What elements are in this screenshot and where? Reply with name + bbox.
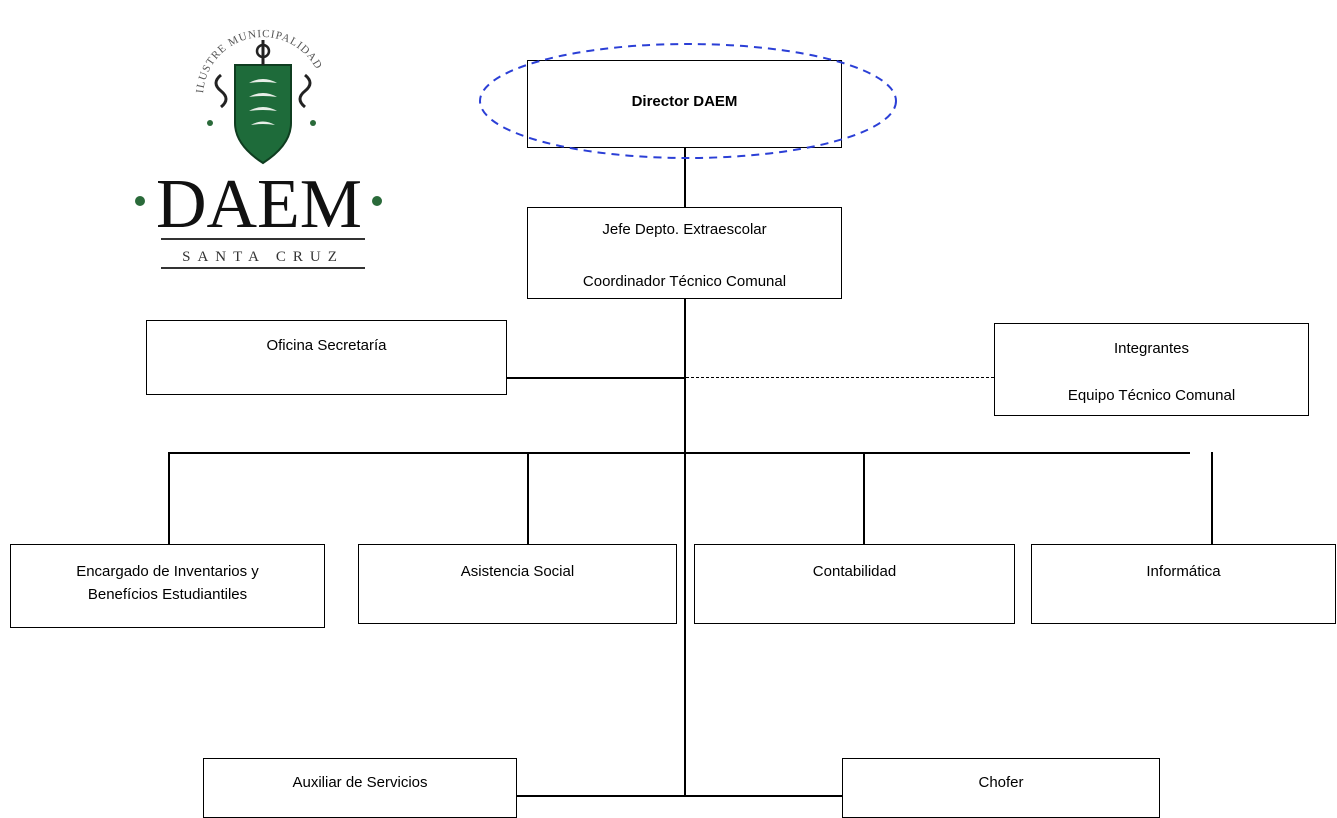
logo-place: SANTA CRUZ — [182, 249, 344, 265]
node-director-daem: Director DAEM — [527, 60, 842, 148]
node-asistencia-social: Asistencia Social — [358, 544, 677, 624]
connector-informatica — [1211, 452, 1213, 545]
connector-asistencia — [527, 452, 529, 545]
connector-contabilidad — [863, 452, 865, 545]
connector-inventarios — [168, 452, 170, 545]
municipal-shield-icon: ILUSTRE MUNICIPALIDAD — [194, 28, 324, 165]
node-integrantes-line1: Integrantes — [1113, 340, 1190, 357]
node-informatica: Informática — [1031, 544, 1336, 624]
connector-integrantes-dashed — [686, 377, 994, 378]
logo-brand: DAEM — [156, 166, 362, 243]
node-informatica-label: Informática — [1146, 563, 1221, 580]
node-oficina-secretaria: Oficina Secretaría — [146, 320, 507, 395]
node-chofer-label: Chofer — [978, 774, 1024, 791]
node-secretaria-label: Oficina Secretaría — [266, 337, 387, 354]
node-jefe-line1: Jefe Depto. Extraescolar — [602, 221, 767, 238]
node-contabilidad-label: Contabilidad — [812, 563, 897, 580]
node-asistencia-label: Asistencia Social — [460, 563, 575, 580]
node-inventarios-line1: Encargado de Inventarios y — [76, 563, 259, 580]
daem-logo: ILUSTRE MUNICIPALIDAD DAEM SANTA CRUZ — [135, 28, 382, 269]
connector-director-jefe — [684, 147, 686, 208]
connector-level2-horizontal — [168, 452, 1190, 454]
node-inventarios-line2: Benefícios Estudiantiles — [87, 586, 248, 603]
node-jefe-extraescolar: Jefe Depto. Extraescolar Coordinador Téc… — [527, 207, 842, 299]
node-integrantes-line2: Equipo Técnico Comunal — [1067, 387, 1236, 404]
highlight-ellipse — [479, 43, 897, 159]
connector-main-trunk — [684, 298, 686, 795]
node-auxiliar-label: Auxiliar de Servicios — [292, 774, 428, 791]
connector-secretaria — [506, 377, 685, 379]
connector-level3-horizontal — [516, 795, 843, 797]
node-contabilidad: Contabilidad — [694, 544, 1015, 624]
node-auxiliar-servicios: Auxiliar de Servicios — [203, 758, 517, 818]
node-chofer: Chofer — [842, 758, 1160, 818]
node-integrantes: Integrantes Equipo Técnico Comunal — [994, 323, 1309, 416]
node-director-label: Director DAEM — [631, 93, 738, 110]
node-inventarios: Encargado de Inventarios y Benefícios Es… — [10, 544, 325, 628]
node-jefe-line2: Coordinador Técnico Comunal — [582, 273, 787, 290]
